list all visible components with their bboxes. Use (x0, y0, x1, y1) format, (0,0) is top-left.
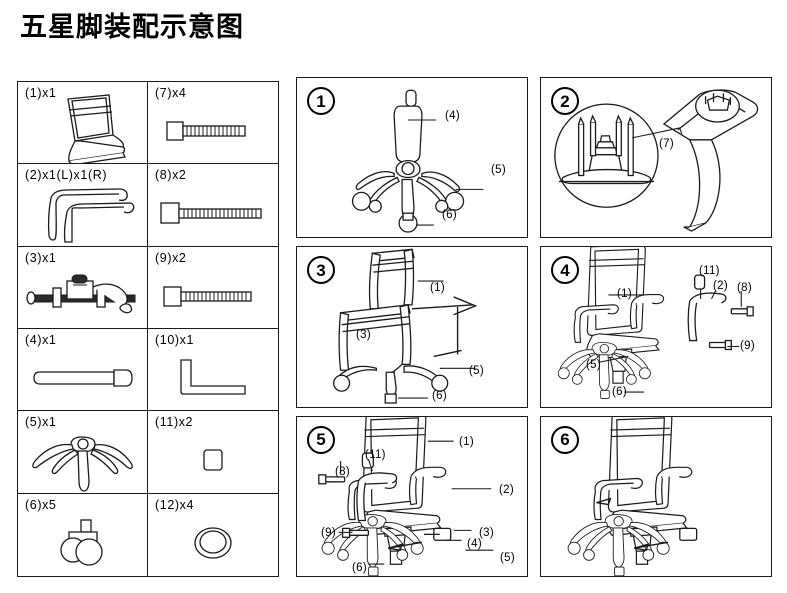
callout-label: (3) (479, 526, 494, 539)
callout-label: (6) (352, 561, 367, 574)
step-5-illustration (297, 416, 527, 576)
part-4-gas-cylinder: (4)x1 (18, 329, 148, 412)
callout-label: (5) (469, 365, 484, 378)
callout-label: (9) (321, 526, 336, 539)
part-label: (7)x4 (155, 86, 187, 100)
part-label: (10)x1 (155, 333, 195, 347)
gas-cylinder-icon (18, 346, 147, 410)
callout-label: (9) (740, 340, 755, 353)
step-1-panel: 1 (4) (5) (6) (296, 77, 528, 239)
tilt-mechanism-icon (18, 264, 147, 328)
armrest-pair-icon (18, 181, 147, 245)
step-1-illustration (297, 78, 527, 237)
parts-list-table: (1)x1 (7)x4 (2)x1(L (17, 81, 279, 577)
step-3-panel: 3 (1) (3) (5) (6) (296, 246, 528, 408)
part-2-armrest-pair: (2)x1(L)x1(R) (18, 164, 148, 247)
step-3-illustration (297, 247, 527, 406)
callout-label: (1) (430, 282, 445, 295)
step-5-number-badge: 5 (307, 425, 335, 454)
step-1-number-badge: 1 (307, 87, 335, 115)
part-label: (1)x1 (25, 86, 57, 100)
callout-label: (1) (617, 288, 632, 301)
callout-label: (6) (442, 209, 457, 221)
part-label: (3)x1 (25, 250, 57, 265)
part-10-hex-key: (10)x1 (148, 329, 278, 412)
part-7-short-bolt: (7)x4 (148, 82, 278, 165)
callout-label: (6) (432, 390, 447, 403)
part-3-tilt-mechanism: (3)x1 (18, 246, 148, 329)
callout-label: (4) (467, 537, 482, 550)
hex-key-icon (148, 346, 278, 410)
ring-washer-icon (148, 511, 278, 576)
callout-label: (6) (612, 386, 627, 399)
caster-icon (18, 511, 147, 576)
part-11-square-cap: (11)x2 (148, 411, 278, 494)
step-4-number-badge: 4 (551, 256, 579, 285)
part-label: (12)x4 (155, 497, 195, 512)
callout-label: (5) (491, 164, 506, 176)
medium-bolt-icon (148, 264, 278, 328)
short-bolt-icon (148, 99, 278, 163)
chair-frame-icon (18, 94, 147, 164)
callout-label: (4) (445, 110, 460, 122)
part-label: (4)x1 (25, 333, 57, 347)
part-label: (9)x2 (155, 250, 187, 265)
square-cap-icon (148, 428, 278, 492)
step-2-number-badge: 2 (551, 87, 579, 115)
part-label: (11)x2 (155, 415, 194, 430)
step-6-number-badge: 6 (551, 425, 579, 454)
assembly-steps-grid: 1 (4) (5) (6) (296, 77, 772, 577)
callout-label: (2) (713, 280, 728, 293)
step-2-panel: 2 (7) (540, 77, 772, 239)
callout-label: (5) (500, 551, 515, 564)
part-label: (2)x1(L)x1(R) (25, 168, 108, 183)
part-12-ring-washer: (12)x4 (148, 494, 278, 576)
step-3-number-badge: 3 (307, 256, 335, 285)
step-4-illustration (541, 247, 771, 406)
part-6-caster: (6)x5 (18, 493, 148, 576)
part-8-long-bolt: (8)x2 (148, 164, 278, 247)
part-1-chair-frame: (1)x1 (18, 82, 148, 165)
callout-label: (1) (459, 435, 474, 448)
long-bolt-icon (148, 181, 278, 245)
step-5-panel: 5 (1) (11) (8) (2) (9) (3)(4) (5) (6) (296, 415, 528, 577)
callout-label: (8) (737, 282, 752, 295)
step-6-illustration (541, 416, 771, 576)
callout-label: (2) (499, 483, 514, 496)
part-label: (5)x1 (25, 415, 57, 430)
step-6-panel: 6 (540, 415, 772, 577)
step-2-illustration (541, 78, 771, 237)
five-star-base-icon (18, 428, 147, 492)
page-title: 五星脚装配示意图 (20, 12, 244, 42)
callout-label: (5) (586, 359, 601, 372)
callout-label: (11) (699, 265, 720, 278)
callout-label: (3) (356, 329, 371, 342)
part-label: (8)x2 (155, 168, 187, 183)
callout-label: (7) (659, 138, 674, 150)
part-label: (6)x5 (25, 497, 57, 512)
part-9-medium-bolt: (9)x2 (148, 247, 278, 329)
step-4-panel: 4 (1) (11) (2) (8) (9) (5) (6) (540, 246, 772, 408)
callout-label: (8) (335, 465, 350, 478)
part-5-five-star-base: (5)x1 (18, 411, 148, 494)
callout-label: (11) (365, 448, 386, 461)
